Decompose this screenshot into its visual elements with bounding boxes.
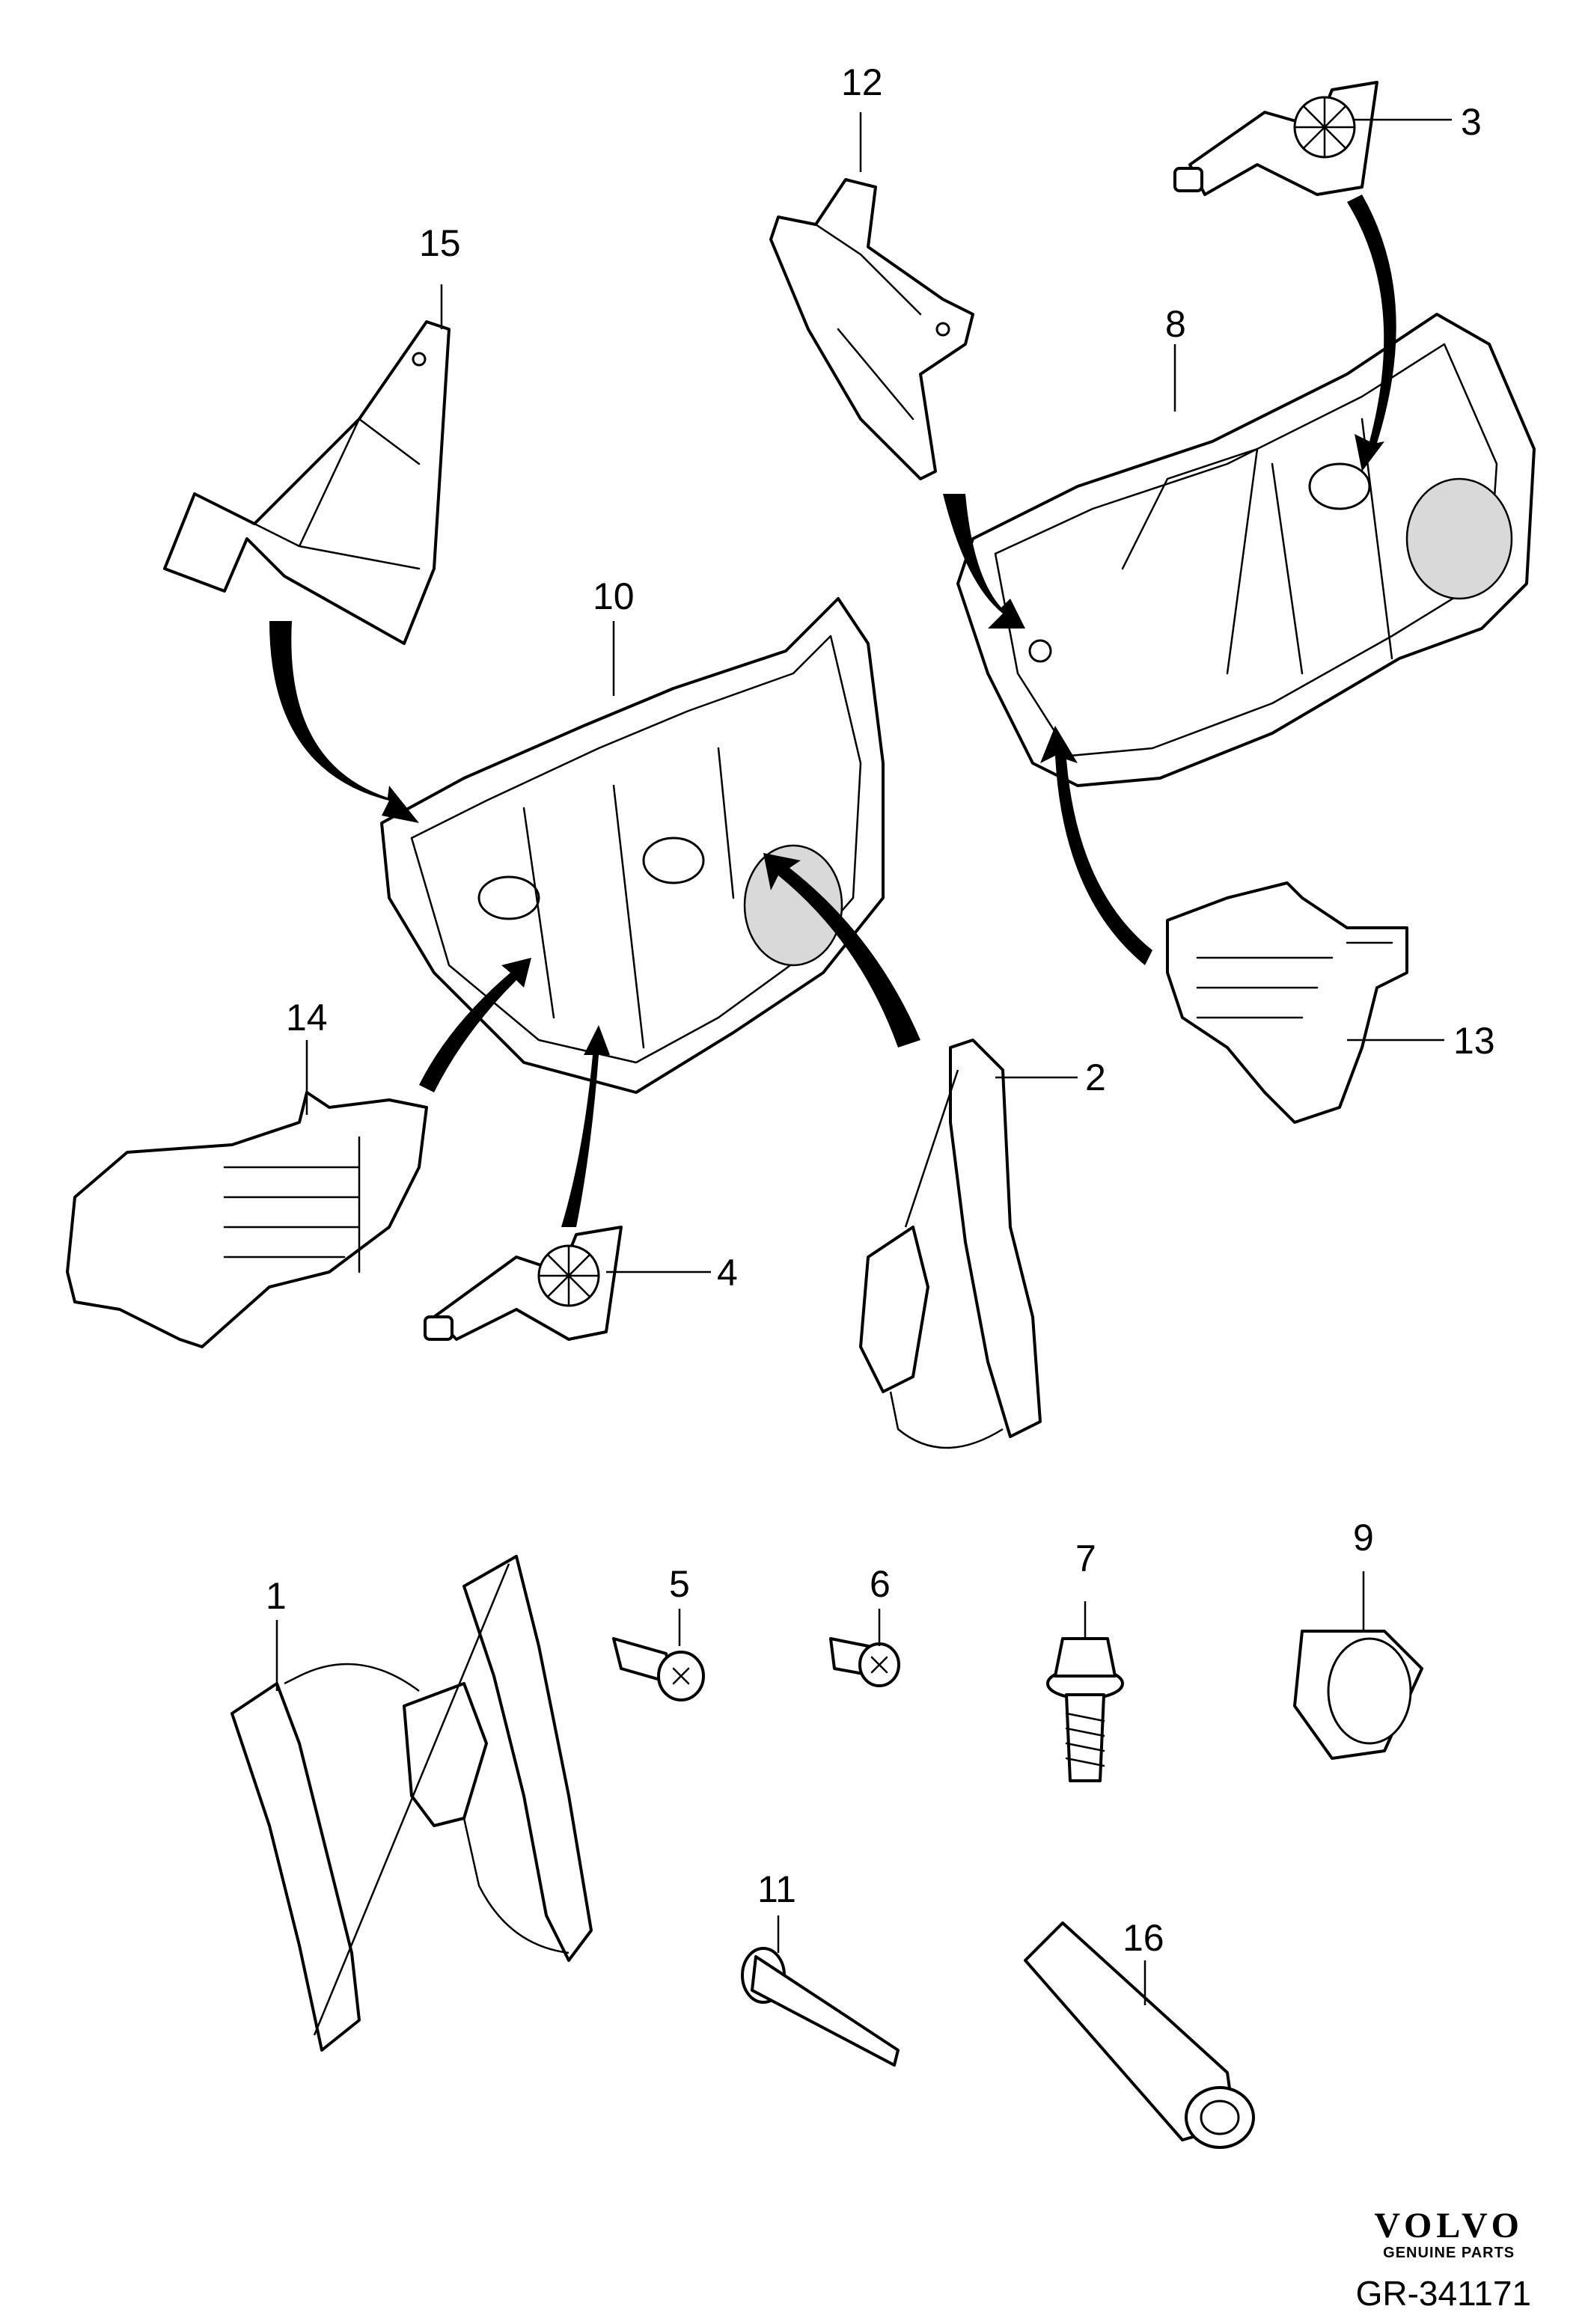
leader-lines — [275, 112, 1452, 2005]
diagram-reference: GR-341171 — [1355, 2274, 1531, 2313]
part-12-bracket — [769, 178, 974, 480]
brand-tagline: GENUINE PARTS — [1383, 2245, 1515, 2261]
callout-10: 10 — [593, 575, 635, 617]
callout-1: 1 — [266, 1575, 287, 1617]
callout-7: 7 — [1075, 1538, 1096, 1580]
part-14-bracket — [66, 1091, 428, 1348]
callout-12: 12 — [841, 61, 883, 103]
part-1-window-regulator — [230, 1555, 593, 2052]
callout-6: 6 — [870, 1563, 891, 1605]
part-2-window-regulator — [859, 1039, 1042, 1449]
callout-9: 9 — [1353, 1517, 1374, 1559]
part-9-grommet — [1293, 1630, 1423, 1760]
part-8-door-panel — [956, 313, 1536, 787]
callout-15: 15 — [419, 222, 461, 264]
part-5-screw — [612, 1637, 705, 1701]
callout-13: 13 — [1453, 1020, 1495, 1062]
callout-5: 5 — [669, 1563, 690, 1605]
part-3-window-motor — [1173, 81, 1378, 196]
part-6-screw — [829, 1637, 900, 1687]
brand-logo: VOLVO GENUINE PARTS — [1374, 2207, 1524, 2262]
part-16-sleeve — [1024, 1921, 1255, 2149]
part-10-door-panel — [380, 597, 885, 1094]
callout-8: 8 — [1165, 303, 1186, 345]
callout-14: 14 — [286, 997, 328, 1039]
callout-16: 16 — [1123, 1917, 1164, 1959]
brand-name: VOLVO — [1374, 2206, 1524, 2245]
part-11-rivet — [741, 1947, 900, 2067]
part-13-bracket — [1166, 881, 1408, 1124]
part-4-window-motor — [424, 1226, 623, 1341]
part-7-flange-bolt — [1046, 1637, 1124, 1782]
callout-11: 11 — [757, 1868, 796, 1910]
part-15-bracket — [163, 320, 451, 645]
callout-4: 4 — [717, 1252, 738, 1294]
callout-2: 2 — [1085, 1056, 1106, 1098]
assembly-arrows — [269, 195, 1396, 1227]
callout-3: 3 — [1461, 101, 1482, 143]
